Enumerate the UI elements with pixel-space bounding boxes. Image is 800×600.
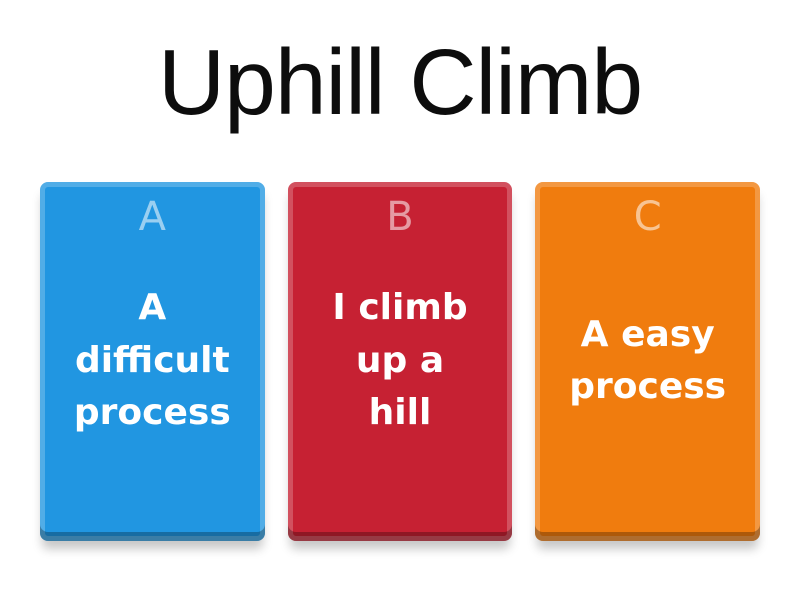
answer-option-b[interactable]: B I climb up a hill (287, 181, 513, 541)
option-text: I climb up a hill (332, 287, 468, 434)
quiz-options-row: A A difficult process B I climb up a hil… (40, 181, 761, 541)
option-letter: C (633, 193, 662, 240)
answer-option-a[interactable]: A A difficult process (40, 181, 265, 541)
option-text-wrap: I climb up a hill (288, 182, 513, 541)
option-text: A easy process (569, 313, 727, 408)
quiz-title: Uphill Climb (157, 30, 643, 134)
answer-option-c[interactable]: C A easy process (535, 181, 761, 541)
option-text-wrap: A difficult process (40, 182, 265, 541)
option-text: A difficult process (73, 287, 231, 434)
option-letter: B (386, 193, 414, 240)
option-text-wrap: A easy process (535, 182, 760, 541)
option-letter: A (138, 193, 167, 240)
